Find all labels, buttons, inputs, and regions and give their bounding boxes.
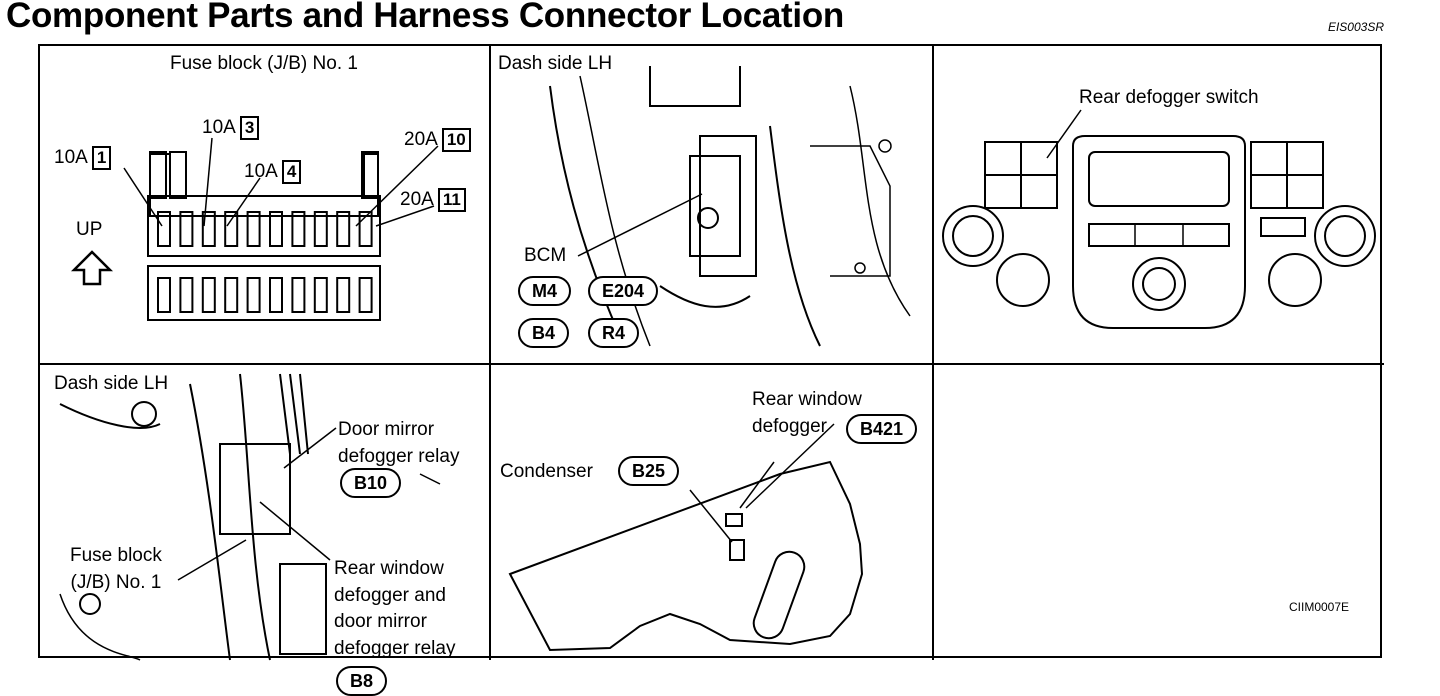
fuse-slot bbox=[179, 277, 194, 313]
fuse-slot bbox=[157, 211, 171, 247]
rear-relay-label: Rear window defogger and door mirror def… bbox=[334, 558, 456, 659]
page-title: Component Parts and Harness Connector Lo… bbox=[6, 0, 844, 35]
fuse-slot bbox=[246, 277, 261, 313]
relays-drawing bbox=[59, 373, 441, 661]
fuse-slot bbox=[157, 277, 171, 313]
fuse-slot bbox=[246, 211, 261, 247]
bcm-label: BCM bbox=[524, 245, 567, 266]
grid-lines bbox=[40, 46, 1384, 660]
document-code: EIS003SR bbox=[1327, 20, 1384, 34]
fuse-slot bbox=[179, 211, 194, 247]
panel-bcm: Dash side LH BCM M4 E204 B4 R4 bbox=[490, 46, 933, 364]
fuse-slot bbox=[358, 211, 373, 247]
panel-blank: CIIM0007E bbox=[933, 364, 1384, 660]
fuse-slot bbox=[336, 211, 351, 247]
illustration-code: CIIM0007E bbox=[1289, 600, 1350, 614]
fuse-slot bbox=[201, 277, 216, 313]
panel-relays: Dash side LH Door mirror defogger relay … bbox=[40, 364, 490, 696]
connector-b8: B8 bbox=[336, 666, 388, 696]
fuse-slot bbox=[313, 277, 328, 313]
panel-defogger-switch: Rear defogger switch bbox=[933, 46, 1384, 364]
fuse-slot bbox=[291, 277, 306, 313]
control-panel-drawing bbox=[942, 109, 1376, 329]
bcm-drawing bbox=[549, 66, 911, 347]
connector-b10: B10 bbox=[340, 468, 402, 498]
connector-r4: R4 bbox=[588, 318, 640, 348]
fuse-block-drawing bbox=[70, 137, 439, 321]
defogger-switch-label: Rear defogger switch bbox=[1079, 87, 1259, 108]
fuse-slot bbox=[313, 211, 328, 247]
fuse-slot bbox=[201, 211, 216, 247]
fuse-slot bbox=[336, 277, 351, 313]
fuse-slot bbox=[224, 277, 239, 313]
fuse-slot bbox=[358, 277, 373, 313]
connector-e204: E204 bbox=[588, 276, 659, 306]
condenser-label: Condenser bbox=[500, 461, 593, 482]
fuse-block-label: Fuse block (J/B) No. 1 bbox=[70, 545, 162, 593]
fuse-slot bbox=[291, 211, 306, 247]
rear-window-defogger-label: Rear window defogger bbox=[752, 389, 862, 437]
fuse-slot bbox=[269, 277, 283, 313]
connector-b4: B4 bbox=[518, 318, 570, 348]
connector-b421: B421 bbox=[846, 414, 918, 444]
rear-window-drawing bbox=[508, 423, 864, 652]
fuse-slot bbox=[269, 211, 283, 247]
relays-panel-title: Dash side LH bbox=[54, 373, 169, 394]
up-label: UP bbox=[76, 219, 103, 240]
panel-rear-window: Rear window defogger B421 Condenser B25 bbox=[490, 364, 933, 660]
door-mirror-relay-label: Door mirror defogger relay bbox=[338, 419, 460, 467]
bcm-panel-title: Dash side LH bbox=[498, 53, 613, 74]
fuse-block-title: Fuse block (J/B) No. 1 bbox=[170, 53, 358, 74]
connector-m4: M4 bbox=[518, 276, 572, 306]
fuse-slot bbox=[224, 211, 239, 247]
connector-b25: B25 bbox=[618, 456, 680, 486]
